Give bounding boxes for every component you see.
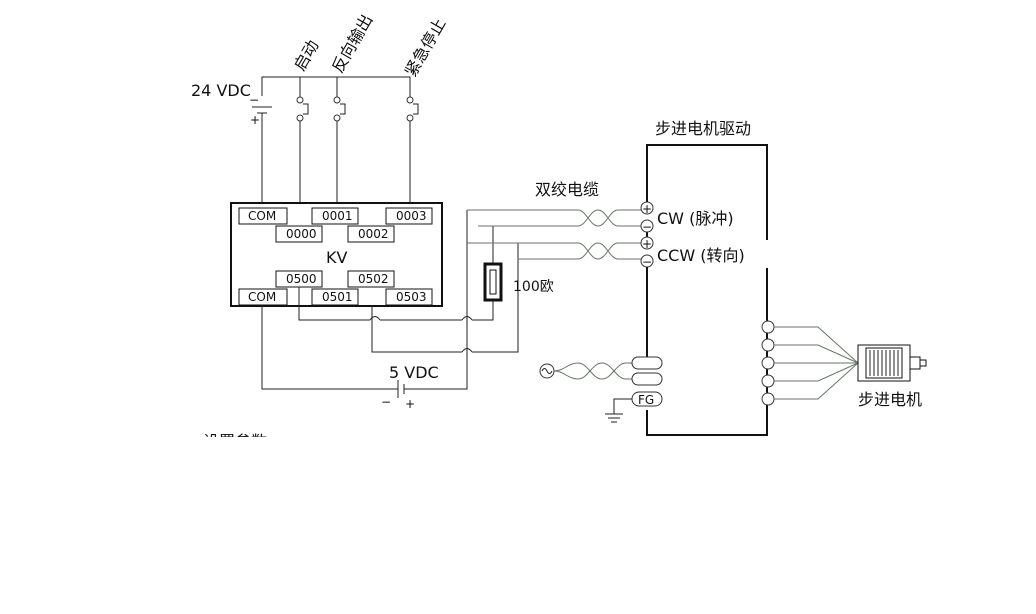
battery-24v: − + (249, 93, 272, 208)
terminal-0502: 0502 (358, 272, 389, 286)
twisted-pair-ccw (467, 242, 642, 260)
stepper-motor: 步进电机 (774, 326, 927, 409)
label-fg: FG (638, 393, 654, 407)
ccw-minus: − (642, 255, 652, 269)
label-start: 启动 (290, 37, 322, 74)
switch-reverse (333, 96, 346, 208)
resistor-100ohm: 100欧 (483, 226, 554, 302)
terminal-com-bottom: COM (248, 290, 276, 304)
bat24-minus: − (249, 93, 259, 107)
bat24-plus: + (250, 113, 260, 127)
label-reverse: 反向输出 (328, 11, 376, 76)
cw-minus: − (642, 220, 652, 234)
label-estop: 紧急停止 (401, 15, 449, 80)
terminal-0503: 0503 (396, 290, 427, 304)
label-5vdc: 5 VDC (389, 363, 439, 382)
power-rail-24v (261, 76, 411, 98)
label-cw: CW (脉冲) (657, 209, 734, 228)
plc-box: COM 0001 0003 0000 0002 KV 0500 0502 COM… (230, 202, 443, 307)
switch-estop (406, 96, 419, 208)
output-wiring: − + 5 VDC (261, 210, 519, 411)
cutoff-text: 设置参数 (203, 432, 267, 451)
ccw-plus: + (642, 237, 652, 251)
label-resistor: 100欧 (513, 279, 554, 295)
twisted-pair-cw (467, 209, 642, 227)
label-twisted-cable: 双绞电缆 (535, 180, 599, 199)
terminal-com-top: COM (248, 209, 276, 223)
terminal-0000: 0000 (286, 227, 317, 241)
stepper-driver: 步进电机驱动 + − CW (脉冲) + − CCW (转向) (640, 119, 775, 436)
terminal-0001: 0001 (322, 209, 353, 223)
terminal-0002: 0002 (358, 227, 389, 241)
bat5-plus: + (405, 397, 415, 411)
bat5-minus: − (381, 395, 391, 409)
driver-title: 步进电机驱动 (655, 119, 751, 138)
terminal-0500: 0500 (286, 272, 317, 286)
label-24vdc: 24 VDC (191, 81, 251, 100)
plc-name: KV (326, 248, 347, 267)
terminal-0003: 0003 (396, 209, 427, 223)
cw-plus: + (642, 202, 652, 216)
power-input: FG (539, 356, 663, 423)
cutoff-caption: 设置参数 (203, 432, 267, 451)
terminal-0501: 0501 (322, 290, 353, 304)
label-motor: 步进电机 (858, 390, 922, 409)
label-ccw: CCW (转向) (657, 246, 745, 265)
